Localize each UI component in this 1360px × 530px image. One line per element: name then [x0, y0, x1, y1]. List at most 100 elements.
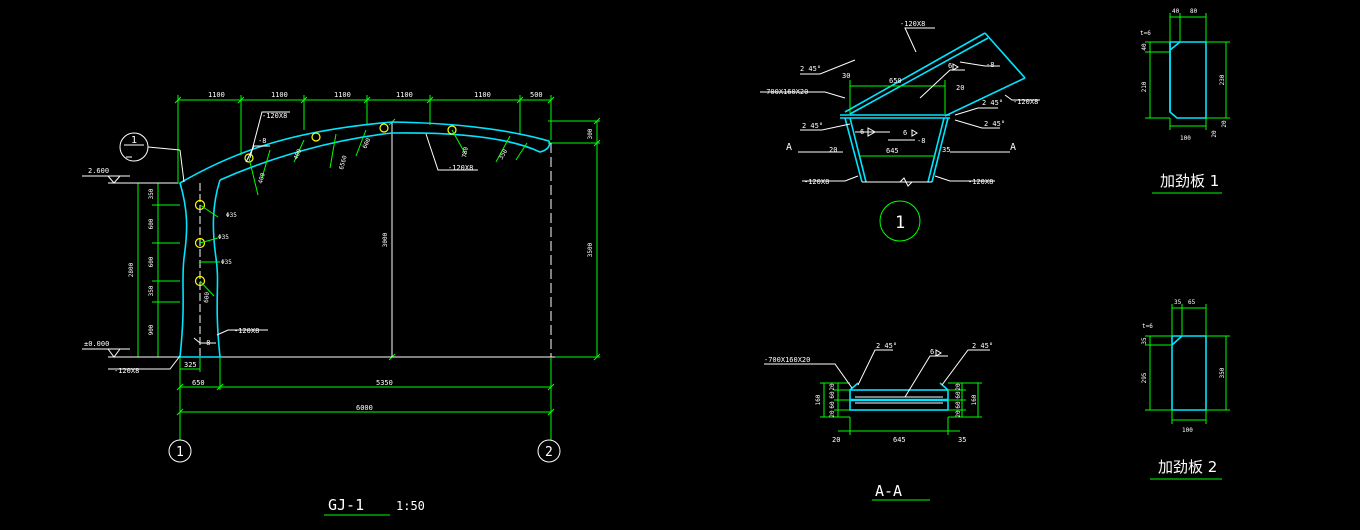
aa-right-dim-4: 20 [955, 410, 962, 418]
left-dim-350b: 350 [148, 285, 155, 296]
aa-right-total: 160 [971, 394, 978, 405]
aa-weld-size: 6 [930, 348, 934, 356]
left-dim-total: 2800 [128, 262, 135, 277]
s2-title: 加劲板 2 [1158, 458, 1217, 476]
top-dim-1: 1100 [208, 91, 225, 99]
aa-bottom-right: 35 [958, 436, 966, 444]
left-dim-600b: 600 [148, 256, 155, 267]
d1-label-mid-rib: -8 [917, 137, 925, 145]
s1-top-dim-2: 80 [1190, 8, 1198, 15]
d1-label-bottom-right: -120X8 [968, 178, 993, 186]
top-dim-5: 1100 [474, 91, 491, 99]
bottom-dim-5350: 5350 [376, 379, 393, 387]
d1-weld-2: 2 45° [802, 122, 823, 130]
right-dimension-chain: 300 3500 [548, 117, 601, 361]
svg-text:1: 1 [176, 445, 184, 460]
aa-right-dim-3: 60 [955, 401, 962, 409]
s2-left-dim-1: 35 [1141, 337, 1148, 345]
frame-gj1: 1100 1100 1100 1100 1100 500 300 3500 30… [82, 91, 601, 516]
aa-bottom-left: 20 [832, 436, 840, 444]
level-ground: ±0.000 [84, 340, 109, 348]
right-dim-300: 300 [587, 128, 594, 139]
detail-callout-label: 1 [131, 135, 137, 146]
aa-left-dim-2: 60 [829, 391, 836, 399]
bottom-dim-325: 325 [184, 361, 197, 369]
d1-weld-4: 2 45° [984, 120, 1005, 128]
s2-bottom-dim: 100 [1182, 427, 1193, 434]
aa-right-dim-1: 20 [955, 383, 962, 391]
detail-callout: 1 [119, 132, 185, 183]
label-col-rib: -8 [202, 339, 210, 347]
bottom-dim-650: 650 [192, 379, 205, 387]
d1-label-bottom-left: -120X8 [804, 178, 829, 186]
label-plate-rib: -8 [258, 137, 266, 145]
frame-title: GJ-1 [328, 496, 364, 514]
d1-dim-left: 20 [829, 146, 837, 154]
s2-right-dim: 350 [1219, 367, 1226, 378]
d1-dim-right: 35 [942, 146, 950, 154]
aa-bottom-mid: 645 [893, 436, 906, 444]
d1-weld-size-1: 6 [948, 62, 952, 70]
label-plate-mid: -120X8 [448, 164, 473, 172]
d1-label-end-plate: -700X160X20 [762, 88, 808, 96]
d1-dim-top-left: 30 [842, 72, 850, 80]
s1-right-dim: 230 [1219, 74, 1226, 85]
aa-left-dim-4: 20 [829, 410, 836, 418]
aa-title: A-A [875, 482, 902, 500]
axis-bubble-1: 1 [168, 439, 192, 463]
level-marks: 2.600 ±0.000 [82, 167, 178, 358]
d1-label-rib: -8 [986, 61, 994, 69]
d1-weld-3: 2 45° [982, 99, 1003, 107]
left-dim-600a: 600 [148, 218, 155, 229]
rib-label-1: 400 [257, 172, 267, 185]
s1-corner-1: 20 [1211, 130, 1218, 138]
rib-label-2: 400 [292, 148, 303, 161]
left-dimension-chain: 350 600 600 350 900 2800 [128, 182, 180, 358]
bolt-holes [194, 123, 457, 287]
s1-left-dim-2: 210 [1141, 81, 1148, 92]
rafter [179, 121, 551, 184]
label-col-plate: -120X8 [234, 327, 259, 335]
s2-top-dim-2: 65 [1188, 299, 1196, 306]
s1-left-dim-1: 40 [1141, 43, 1148, 51]
top-dim-4: 1100 [396, 91, 413, 99]
d1-dim-top: 650 [889, 77, 902, 85]
bottom-dimension-chain: 325 650 5350 6000 [176, 357, 555, 440]
top-dim-6: 500 [530, 91, 543, 99]
top-dim-3: 1100 [334, 91, 351, 99]
right-dim-3500: 3500 [587, 242, 594, 257]
top-dimension-chain: 1100 1100 1100 1100 1100 500 [174, 91, 555, 182]
detail-1: A A 650 30 20 645 20 35 -120X8 -8 -120X8… [760, 20, 1040, 242]
rib-label-7: 600 [203, 291, 211, 303]
aa-weld: 2 45° [876, 342, 897, 350]
rib-label-4: 600 [361, 137, 372, 150]
s1-bottom-dim: 100 [1180, 135, 1191, 142]
svg-text:2: 2 [545, 445, 553, 460]
aa-weld-2: 2 45° [972, 342, 993, 350]
aa-left-dim-3: 60 [829, 401, 836, 409]
section-a-right: A [1010, 142, 1016, 153]
section-a-left: A [786, 142, 792, 153]
d1-label-right-plate: -120X8 [1013, 98, 1038, 106]
stiffener-2: 35 65 t=6 35 295 350 100 加劲板 2 [1141, 299, 1230, 480]
rib-label-5: 780 [461, 146, 470, 158]
axis-bubble-2: 2 [537, 439, 561, 463]
rib-label-3: 6560 [338, 154, 349, 170]
hole-label-1: Φ35 [226, 212, 237, 219]
frame-scale: 1:50 [396, 499, 425, 513]
column [178, 179, 222, 358]
level-top: 2.600 [88, 167, 109, 175]
s1-thickness: t=6 [1140, 30, 1151, 37]
d1-weld-1: 2 45° [800, 65, 821, 73]
d1-label-top: -120X8 [900, 20, 925, 28]
bottom-dim-6000: 6000 [356, 404, 373, 412]
s1-top-dim-1: 40 [1172, 8, 1180, 15]
section-aa: 20 60 60 20 160 20 60 60 20 160 20 645 3… [764, 342, 993, 501]
s1-corner-2: 20 [1221, 120, 1228, 128]
label-base-plate: -120X8 [114, 367, 139, 375]
s2-top-dim-1: 35 [1174, 299, 1182, 306]
rib-label-6: 350 [498, 148, 510, 161]
s2-thickness: t=6 [1142, 323, 1153, 330]
aa-left-total: 160 [815, 394, 822, 405]
